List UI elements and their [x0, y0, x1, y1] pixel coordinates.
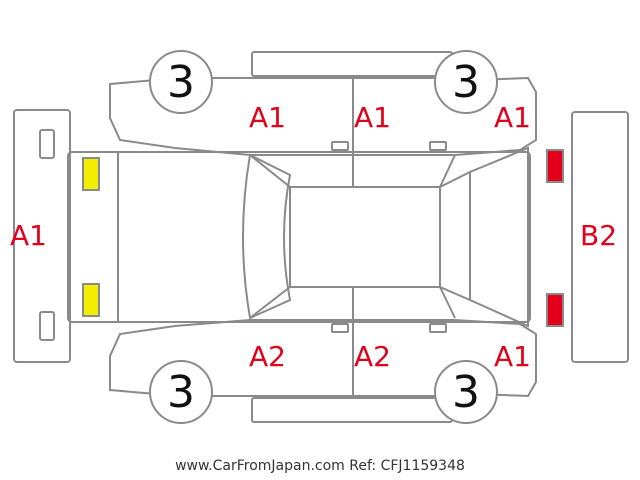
- tire-rear-right-grade: 3: [452, 367, 480, 418]
- windshield-outline: [242, 153, 292, 320]
- front-bumper-slot-bottom: [39, 311, 55, 341]
- tire-front-right-circle: [149, 360, 213, 424]
- lower-front-door-handle: [331, 323, 349, 333]
- rear-window-outline: [439, 170, 471, 302]
- lower-rear-door-handle: [429, 323, 447, 333]
- tire-rear-left-circle: [434, 50, 498, 114]
- footer-reference: www.CarFromJapan.com Ref: CFJ1159348: [175, 458, 465, 474]
- code-upper-front-door: A1: [354, 101, 391, 134]
- front-bumper-slot-top: [39, 129, 55, 159]
- rear-bumper-outline: [571, 111, 629, 363]
- code-lower-rear-door: A2: [354, 340, 391, 373]
- upper-side-profile: [109, 76, 537, 156]
- code-lower-front-door: A2: [249, 340, 286, 373]
- hatch-outline: [469, 146, 529, 328]
- front-lamp-bottom: [82, 283, 100, 317]
- rear-lamp-top: [546, 149, 564, 183]
- tire-front-left-circle: [149, 50, 213, 114]
- upper-front-door-handle: [331, 141, 349, 151]
- roof-side-line-top: [249, 154, 291, 188]
- front-bumper-outline: [13, 109, 71, 363]
- tire-rear-left-grade: 3: [452, 57, 480, 108]
- code-rear-bumper: B2: [580, 219, 618, 252]
- roof-side-line-bottom: [249, 286, 291, 319]
- upper-rear-door-handle: [429, 141, 447, 151]
- code-lower-rear-quarter: A1: [494, 340, 531, 373]
- hatch-top-line: [439, 154, 456, 188]
- code-front-bumper: A1: [10, 219, 47, 252]
- rear-lamp-bottom: [546, 293, 564, 327]
- upper-rocker-panel: [251, 51, 453, 77]
- tire-rear-right-circle: [434, 360, 498, 424]
- lower-rocker-panel: [251, 397, 453, 423]
- code-upper-front-fender: A1: [249, 101, 286, 134]
- body-outline: [67, 151, 531, 323]
- tire-front-right-grade: 3: [167, 367, 195, 418]
- tire-front-left-grade: 3: [167, 57, 195, 108]
- roof-panel: [289, 186, 441, 288]
- hatch-bottom-line: [439, 286, 456, 319]
- code-upper-rear-quarter: A1: [494, 101, 531, 134]
- front-lamp-top: [82, 157, 100, 191]
- lower-side-profile: [109, 319, 537, 398]
